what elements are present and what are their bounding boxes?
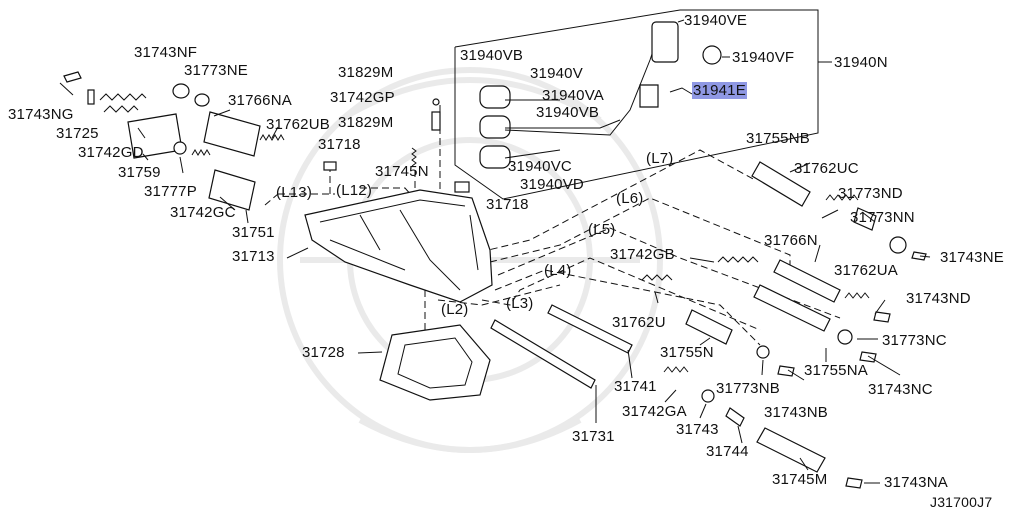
part-label-31755N[interactable]: 31755N (660, 344, 714, 361)
part-label-31759[interactable]: 31759 (118, 164, 161, 181)
part-label-31745N[interactable]: 31745N (375, 163, 429, 180)
part-label-31940VE[interactable]: 31940VE (684, 12, 748, 29)
control-valve-body (286, 98, 493, 303)
part-label-31743NB[interactable]: 31743NB (764, 404, 828, 421)
part-label-31731[interactable]: 31731 (572, 428, 615, 445)
part-label-31773NN[interactable]: 31773NN (850, 209, 915, 226)
part-label-31745M[interactable]: 31745M (772, 471, 828, 488)
part-label-31742GC[interactable]: 31742GC (170, 204, 236, 221)
part-label-31751[interactable]: 31751 (232, 224, 275, 241)
part-label-31773NE[interactable]: 31773NE (184, 62, 248, 79)
part-label-31940VF[interactable]: 31940VF (732, 49, 795, 66)
part-label-31743NG[interactable]: 31743NG (8, 106, 74, 123)
part-label-31766NA[interactable]: 31766NA (228, 92, 292, 109)
part-label-31718-left[interactable]: 31718 (318, 136, 361, 153)
part-label-31742GD[interactable]: 31742GD (78, 144, 144, 161)
part-label-31755NB[interactable]: 31755NB (746, 130, 810, 147)
part-label-31728[interactable]: 31728 (302, 344, 345, 361)
separator-plate (357, 324, 491, 401)
part-label-31743ND[interactable]: 31743ND (906, 290, 971, 307)
solenoid-inset-box (454, 9, 832, 200)
part-label-31744[interactable]: 31744 (706, 443, 749, 460)
part-label-31741[interactable]: 31741 (614, 378, 657, 395)
part-label-31773NC[interactable]: 31773NC (882, 332, 947, 349)
part-label-31743NE[interactable]: 31743NE (940, 249, 1004, 266)
part-label-31725[interactable]: 31725 (56, 125, 99, 142)
line-ref-L2: (L2) (441, 301, 469, 318)
left-valve-group (59, 71, 285, 224)
part-label-31742GB[interactable]: 31742GB (610, 246, 675, 263)
part-label-31743NA[interactable]: 31743NA (884, 474, 948, 491)
part-label-31762UC[interactable]: 31762UC (794, 160, 859, 177)
line-ref-L12: (L12) (336, 182, 373, 199)
part-label-31743NF[interactable]: 31743NF (134, 44, 198, 61)
part-label-31755NA[interactable]: 31755NA (804, 362, 868, 379)
part-label-31742GA[interactable]: 31742GA (622, 403, 687, 420)
part-label-31829M-mid[interactable]: 31829M (338, 114, 394, 131)
part-label-31777P[interactable]: 31777P (144, 183, 197, 200)
part-label-31743NC[interactable]: 31743NC (868, 381, 933, 398)
part-label-31762UA[interactable]: 31762UA (834, 262, 898, 279)
part-label-31940VA[interactable]: 31940VA (542, 87, 605, 104)
line-ref-L3: (L3) (506, 295, 534, 312)
line-ref-L4: (L4) (544, 262, 572, 279)
part-label-31762UB[interactable]: 31762UB (266, 116, 330, 133)
part-label-31773NB[interactable]: 31773NB (716, 380, 780, 397)
part-label-31762U[interactable]: 31762U (612, 314, 666, 331)
part-label-31713[interactable]: 31713 (232, 248, 275, 265)
solenoid-assembly (479, 19, 730, 169)
right-valve-group (490, 161, 931, 489)
part-label-31940VC[interactable]: 31940VC (508, 158, 572, 175)
part-label-31718-right[interactable]: 31718 (486, 196, 529, 213)
line-ref-L7: (L7) (646, 150, 674, 167)
part-label-31829M-top[interactable]: 31829M (338, 64, 394, 81)
part-label-31940VB-bottom[interactable]: 31940VB (536, 104, 600, 121)
part-label-31766N[interactable]: 31766N (764, 232, 818, 249)
assembly-dashed-lines (264, 105, 841, 346)
part-label-31940VD[interactable]: 31940VD (520, 176, 584, 193)
diagram-code: J31700J7 (930, 494, 993, 510)
part-label-31940VB-top[interactable]: 31940VB (460, 47, 524, 64)
part-label-31773ND[interactable]: 31773ND (838, 185, 903, 202)
line-ref-L13: (L13) (276, 184, 313, 201)
part-label-31940N[interactable]: 31940N (834, 54, 888, 71)
part-label-31742GP[interactable]: 31742GP (330, 89, 395, 106)
part-label-31941E-highlighted[interactable]: 31941E (692, 82, 747, 99)
part-label-31743[interactable]: 31743 (676, 421, 719, 438)
line-ref-L6: (L6) (616, 190, 644, 207)
part-label-31940V[interactable]: 31940V (530, 65, 583, 82)
line-ref-L5: (L5) (588, 221, 616, 238)
